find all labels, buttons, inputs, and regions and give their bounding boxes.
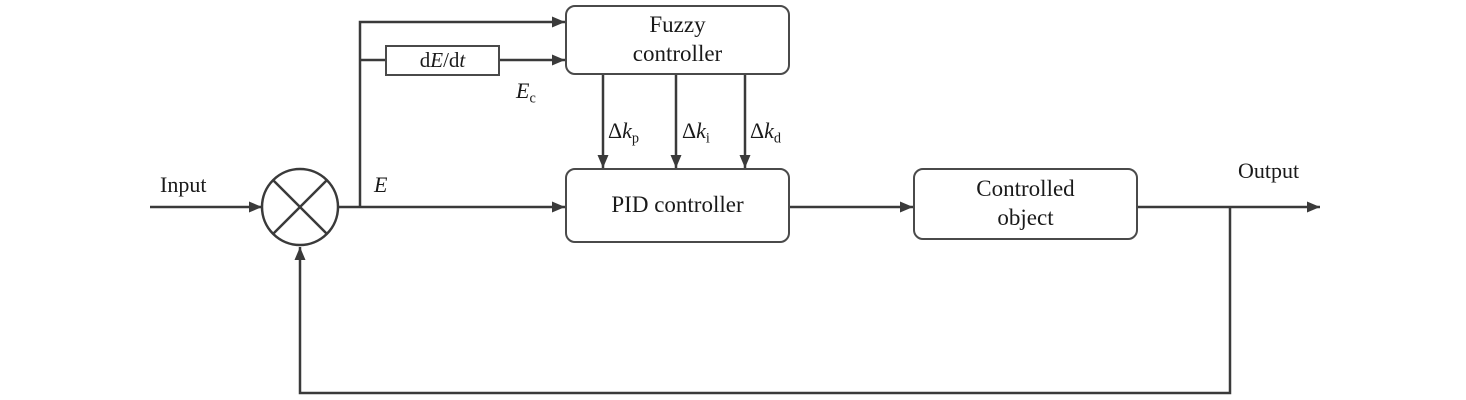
feedback-line — [294, 207, 1232, 395]
error-branch-to-fuzzy-line — [358, 16, 565, 207]
delta-kd-label: Δkd — [750, 118, 782, 147]
error-change-signal-label: Ec — [516, 78, 536, 107]
fuzzy-controller-block: Fuzzy controller — [565, 5, 790, 75]
input-label: Input — [160, 172, 207, 197]
pid-controller-block: PID controller — [565, 168, 790, 243]
output-label: Output — [1238, 158, 1300, 183]
derivative-block: dE/dt — [385, 45, 500, 76]
pid-controller-label: PID controller — [611, 192, 744, 218]
controlled-object-label: Controlled object — [976, 176, 1075, 230]
delta-kp-label: Δkp — [608, 118, 640, 147]
fuzzy-controller-label: Fuzzy controller — [632, 12, 723, 66]
summing-junction — [260, 167, 340, 247]
delta-ki-label: Δki — [682, 118, 710, 147]
controlled-object-block: Controlled object — [913, 168, 1138, 240]
error-signal-label: E — [374, 172, 388, 197]
derivative-label: dE/dt — [419, 48, 466, 73]
